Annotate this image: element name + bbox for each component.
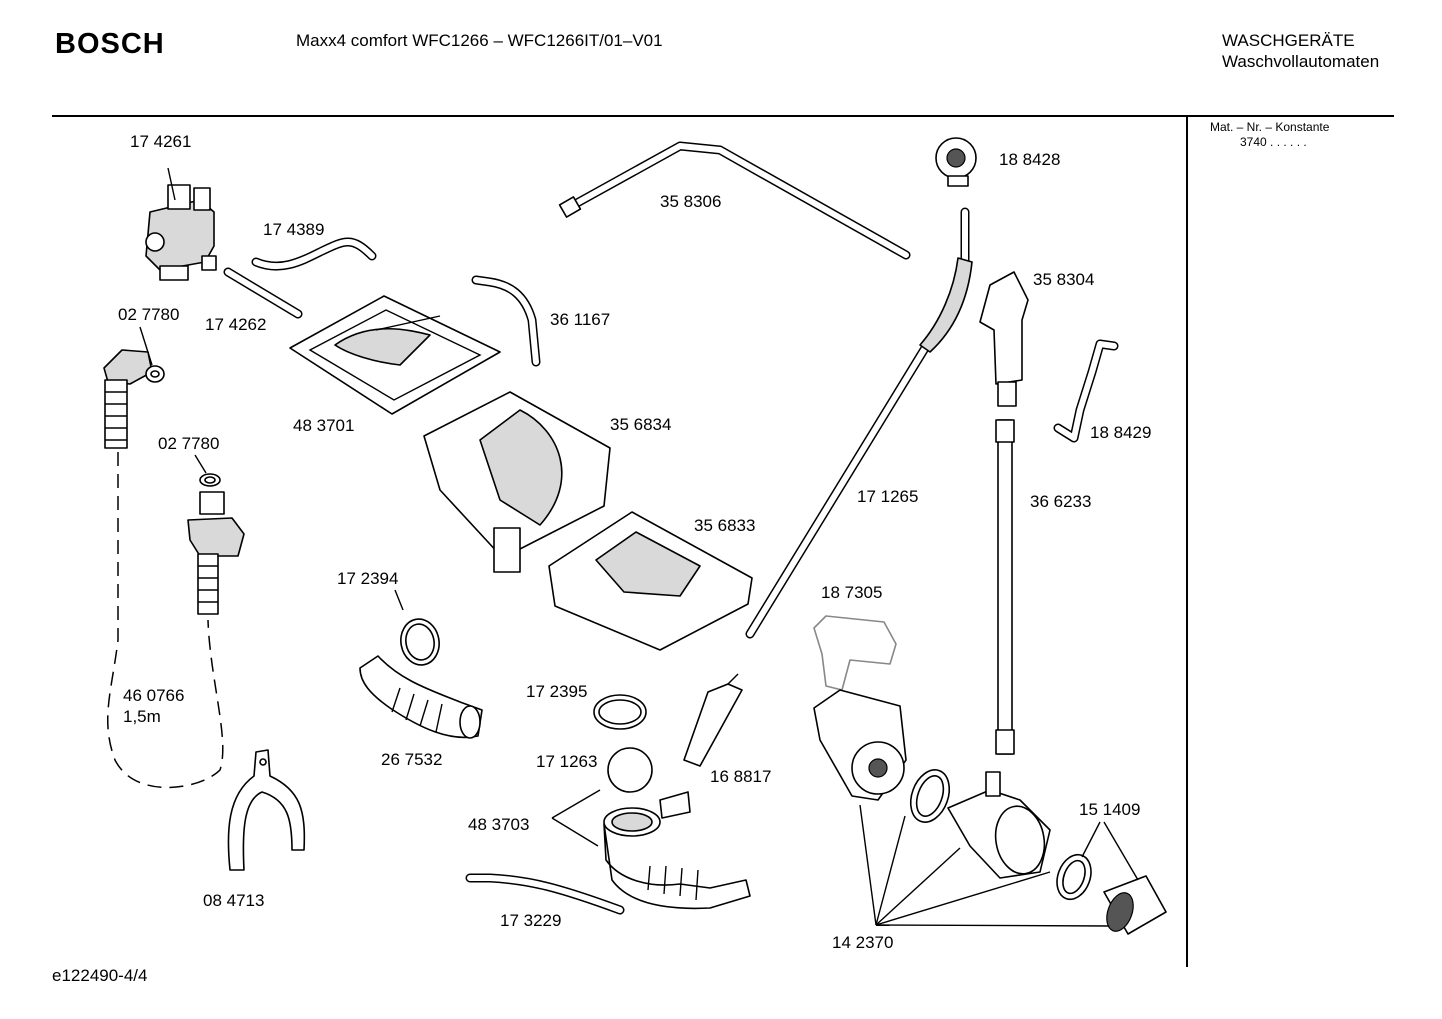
category-subtitle: Waschvollautomaten [1222, 52, 1380, 71]
part-lint-filter[interactable] [1102, 821, 1167, 935]
label-483701: 48 3701 [293, 416, 354, 435]
label-172395: 17 2395 [526, 682, 587, 701]
label-356834: 35 6834 [610, 415, 671, 434]
part-seal-172394[interactable] [394, 589, 443, 668]
label-460766-length: 1,5m [123, 707, 161, 726]
label-361167: 36 1167 [550, 310, 610, 329]
part-pipe-188429[interactable] [1053, 339, 1119, 443]
part-hose-hanger[interactable] [227, 749, 306, 871]
label-171265: 17 1265 [857, 487, 918, 506]
part-air-chamber[interactable] [979, 271, 1029, 407]
label-142370: 14 2370 [832, 933, 893, 952]
part-sensor-168817[interactable] [683, 673, 743, 767]
model-title: Maxx4 comfort WFC1266 – WFC1266IT/01–V01 [296, 31, 663, 50]
part-washer-027780-upper[interactable] [139, 326, 165, 383]
label-460766: 46 0766 [123, 686, 184, 705]
part-hose-366233[interactable] [995, 419, 1015, 755]
sidebar-divider [1186, 116, 1188, 967]
part-bellows-267532[interactable] [359, 655, 483, 739]
document-id: e122490-4/4 [52, 966, 148, 985]
label-084713: 08 4713 [203, 891, 264, 910]
label-187305: 18 7305 [821, 583, 882, 602]
part-hose-358306[interactable] [558, 141, 911, 260]
part-pump-cover[interactable] [813, 615, 897, 691]
label-358306: 35 8306 [660, 192, 721, 211]
part-inlet-hose-connector[interactable] [103, 349, 153, 449]
part-sump-483703[interactable] [551, 789, 751, 910]
label-168817: 16 8817 [710, 767, 771, 786]
label-174261: 17 4261 [130, 132, 191, 151]
part-drawer-frame[interactable] [289, 295, 501, 415]
label-174389: 17 4389 [263, 220, 324, 239]
part-outlet-hose-connector[interactable] [187, 491, 245, 615]
material-number-label: Mat. – Nr. – Konstante [1210, 120, 1330, 134]
label-171263: 17 1263 [536, 752, 597, 771]
part-hose-460766[interactable] [107, 452, 224, 789]
part-filter-ring[interactable] [1051, 821, 1101, 904]
part-drain-pump[interactable] [813, 689, 907, 801]
label-172394: 17 2394 [337, 569, 398, 588]
category-title: WASCHGERÄTE [1222, 31, 1355, 50]
part-seal-172395[interactable] [593, 694, 647, 730]
material-number-value: 3740 . . . . . . [1240, 135, 1307, 149]
part-assembly-lines [859, 804, 1111, 927]
label-027780-upper: 02 7780 [118, 305, 179, 324]
part-ball-171263[interactable] [607, 747, 653, 793]
part-pressure-switch[interactable] [935, 137, 977, 187]
label-173229: 17 3229 [500, 911, 561, 930]
label-267532: 26 7532 [381, 750, 442, 769]
part-hose-174389[interactable] [251, 237, 377, 271]
part-pump-seal-ring[interactable] [904, 764, 956, 827]
label-356833: 35 6833 [694, 516, 755, 535]
brand-logo: BOSCH [55, 28, 165, 60]
part-hose-174262[interactable] [223, 267, 303, 319]
part-dispenser-housing[interactable] [423, 391, 611, 573]
label-174262: 17 4262 [205, 315, 266, 334]
label-366233: 36 6233 [1030, 492, 1091, 511]
part-hose-173229[interactable] [465, 873, 625, 915]
part-inlet-valve[interactable] [145, 167, 217, 281]
part-detergent-drawer[interactable] [548, 511, 753, 651]
part-washer-027780-lower[interactable] [194, 454, 221, 487]
label-188429: 18 8429 [1090, 423, 1151, 442]
label-027780-lower: 02 7780 [158, 434, 219, 453]
part-hose-361167[interactable] [471, 275, 541, 367]
label-483703: 48 3703 [468, 815, 529, 834]
part-pump-housing[interactable] [947, 771, 1051, 879]
label-188428: 18 8428 [999, 150, 1060, 169]
header-divider [52, 115, 1394, 117]
label-151409: 15 1409 [1079, 800, 1140, 819]
label-358304: 35 8304 [1033, 270, 1094, 289]
part-pressure-tube[interactable] [745, 207, 973, 639]
